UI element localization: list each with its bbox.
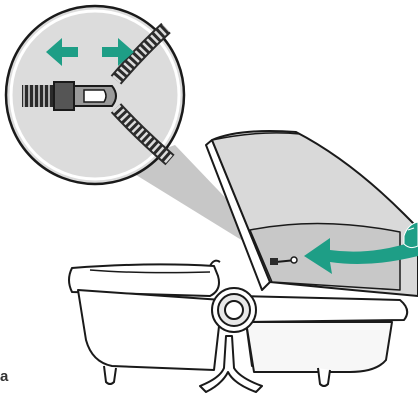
- canopy: [206, 131, 418, 296]
- carrycot-rear: [240, 296, 407, 322]
- carrycot-shell: [78, 290, 222, 370]
- step-label: a: [0, 368, 8, 385]
- zipper-slider: [54, 82, 116, 110]
- canopy-hub: [212, 288, 256, 332]
- zoom-detail-circle: [6, 6, 184, 184]
- zipper-teeth-closed: [22, 85, 56, 107]
